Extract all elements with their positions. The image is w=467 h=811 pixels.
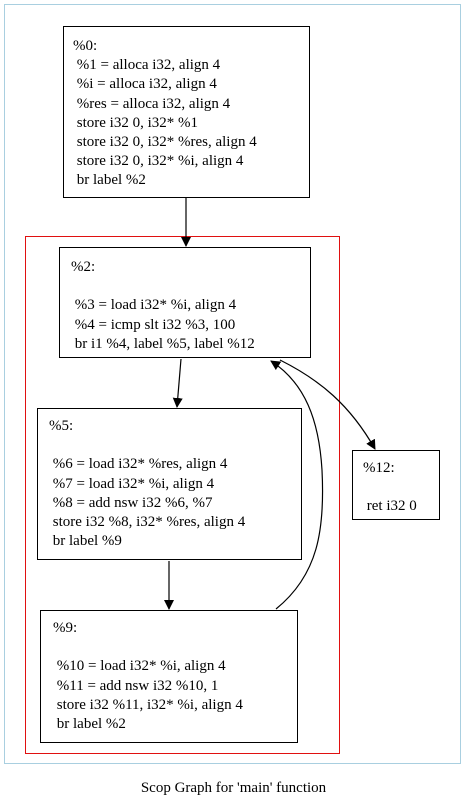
- basic-block-12: %12: ret i32 0: [352, 450, 440, 520]
- block-2-line: %4 = icmp slt i32 %3, 100: [71, 316, 236, 333]
- edge-2-to-5: [172, 358, 183, 408]
- graph-frame: [4, 4, 461, 764]
- block-2-line: br i1 %4, label %5, label %12: [71, 335, 255, 352]
- edge-9-to-2: [270, 360, 324, 610]
- edge-2-to-12: [279, 359, 376, 450]
- block-9-line: %11 = add nsw i32 %10, 1: [53, 677, 219, 694]
- basic-block-2: %2: %3 = load i32* %i, align 4 %4 = icmp…: [59, 247, 311, 358]
- block-0-line: store i32 0, i32* %res, align 4: [73, 134, 257, 151]
- block-0-line: %1 = alloca i32, align 4: [73, 57, 221, 74]
- block-12-line: %12:: [363, 460, 395, 476]
- block-5-line: store i32 %8, i32* %res, align 4: [49, 514, 246, 531]
- block-9-line: [53, 638, 297, 657]
- block-0-line: br label %2: [73, 172, 146, 189]
- block-5-line: %7 = load i32* %i, align 4: [49, 475, 215, 492]
- block-5-line: %8 = add nsw i32 %6, %7: [49, 494, 213, 511]
- block-5-line: %5:: [49, 418, 74, 434]
- block-2-line: [71, 277, 310, 296]
- block-0-line: %res = alloca i32, align 4: [73, 95, 231, 112]
- basic-block-5: %5: %6 = load i32* %res, align 4 %7 = lo…: [37, 408, 302, 560]
- block-0-line: %0:: [73, 38, 98, 54]
- scop-cluster: [25, 236, 340, 754]
- block-0-line: store i32 0, i32* %i, align 4: [73, 153, 244, 170]
- basic-block-9: %9: %10 = load i32* %i, align 4 %11 = ad…: [40, 610, 298, 743]
- block-9-line: br label %2: [53, 716, 126, 733]
- block-5-line: br label %9: [49, 533, 122, 550]
- block-9-line: %9:: [53, 620, 78, 636]
- block-12-line: [363, 478, 439, 497]
- block-2-line: %3 = load i32* %i, align 4: [71, 297, 237, 314]
- block-5-line: %6 = load i32* %res, align 4: [49, 456, 228, 473]
- block-9-line: %10 = load i32* %i, align 4: [53, 658, 226, 675]
- block-9-line: store i32 %11, i32* %i, align 4: [53, 696, 243, 713]
- graph-caption: Scop Graph for 'main' function: [140, 780, 327, 796]
- block-0-line: store i32 0, i32* %1: [73, 114, 198, 131]
- block-12-line: ret i32 0: [363, 498, 417, 515]
- block-2-line: %2:: [71, 259, 96, 275]
- basic-block-0: %0: %1 = alloca i32, align 4 %i = alloca…: [63, 26, 310, 198]
- block-0-line: %i = alloca i32, align 4: [73, 76, 217, 93]
- block-5-line: [49, 436, 301, 455]
